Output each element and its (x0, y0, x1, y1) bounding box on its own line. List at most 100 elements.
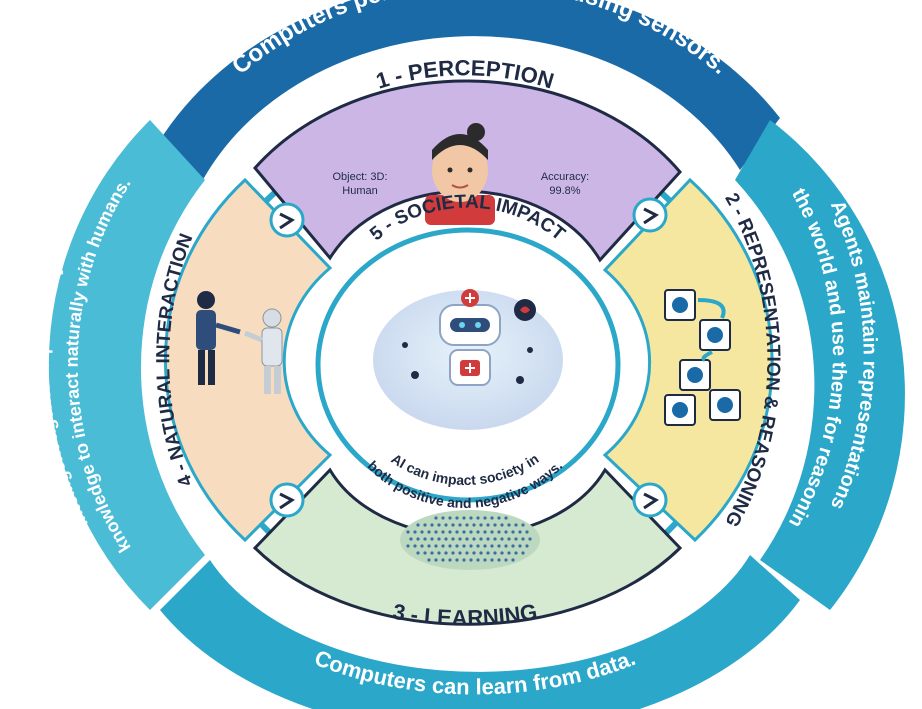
brain-dot (430, 537, 434, 541)
brain-dot (441, 544, 445, 548)
brain-dot (437, 537, 441, 541)
brain-dot (511, 530, 515, 534)
brain-dot (486, 523, 490, 527)
brain-dot (444, 523, 448, 527)
brain-dot (476, 544, 480, 548)
brain-dot (493, 537, 497, 541)
brain-dot (462, 530, 466, 534)
perception-caption-right-2: 99.8% (549, 185, 580, 197)
brain-dot (507, 551, 511, 555)
brain-dot (469, 558, 473, 562)
brain-dot (423, 523, 427, 527)
brain-dot (507, 537, 511, 541)
brain-dot (497, 558, 501, 562)
brain-dot (448, 558, 452, 562)
brain-dot (469, 530, 473, 534)
brain-dot (525, 530, 529, 534)
brain-dot (409, 537, 413, 541)
brain-dot (500, 551, 504, 555)
brain-dot (511, 544, 515, 548)
chess-pieces-icon (664, 289, 741, 426)
brain-dot (458, 537, 462, 541)
brain-dot (423, 537, 427, 541)
brain-dot (500, 523, 504, 527)
brain-dot (441, 516, 445, 520)
brain-dot (518, 544, 522, 548)
brain-dot (479, 551, 483, 555)
chevron-icon-4 (279, 492, 295, 510)
brain-dot (451, 523, 455, 527)
brain-dot (441, 558, 445, 562)
brain-dot (504, 558, 508, 562)
flow-arrows (269, 197, 668, 518)
outer-ring (48, 0, 905, 709)
brain-dot (504, 544, 508, 548)
perception-caption-left-2: Human (342, 185, 377, 197)
perception-content: Object: 3D: Human Accuracy: 99.8% (332, 123, 589, 225)
brain-dot (451, 537, 455, 541)
brain-dot (490, 544, 494, 548)
brain-dot (483, 544, 487, 548)
brain-dot (448, 544, 452, 548)
handshake-robot-icon (196, 291, 283, 394)
arrow-marker-bottom-left (269, 482, 305, 518)
brain-dot (427, 558, 431, 562)
brain-dot (423, 551, 427, 555)
brain-dot (430, 551, 434, 555)
brain-dot (427, 544, 431, 548)
brain-dot (465, 551, 469, 555)
outer-arc-left-band (48, 120, 206, 610)
brain-dot (514, 523, 518, 527)
brain-dot (490, 530, 494, 534)
brain-dot (455, 544, 459, 548)
brain-dot (413, 544, 417, 548)
brain-dot (472, 551, 476, 555)
brain-dot (469, 516, 473, 520)
brain-dot (514, 537, 518, 541)
person-face-icon (425, 123, 495, 225)
brain-dot (451, 551, 455, 555)
brain-dot (455, 558, 459, 562)
perception-caption-right-1: Accuracy: (541, 171, 589, 183)
brain-dot (493, 551, 497, 555)
brain-dot (420, 544, 424, 548)
brain-dot (497, 516, 501, 520)
brain-dot (490, 516, 494, 520)
brain-dot (448, 530, 452, 534)
brain-dot (507, 523, 511, 527)
brain-dot (406, 544, 410, 548)
outer-arc-top-band (160, 0, 780, 185)
brain-dot (406, 530, 410, 534)
brain-dot (462, 544, 466, 548)
brain-dot (448, 516, 452, 520)
brain-dot (465, 523, 469, 527)
brain-dot (497, 530, 501, 534)
chevron-icon-1 (279, 212, 295, 230)
brain-dot (521, 537, 525, 541)
brain-dot (462, 558, 466, 562)
brain-dot (504, 530, 508, 534)
perception-caption-left-1: Object: 3D: (332, 171, 387, 183)
brain-dot (483, 516, 487, 520)
brain-dot (444, 537, 448, 541)
brain-dot (430, 523, 434, 527)
brain-icon (400, 510, 540, 570)
brain-dot (434, 516, 438, 520)
outer-arc-right-band (735, 120, 905, 610)
brain-dot (528, 537, 532, 541)
brain-dot (476, 516, 480, 520)
brain-dot (458, 551, 462, 555)
brain-dot (514, 551, 518, 555)
brain-dot (437, 551, 441, 555)
brain-dot (497, 544, 501, 548)
brain-dot (444, 551, 448, 555)
brain-dot (434, 530, 438, 534)
arrow-marker-top-right (632, 197, 668, 233)
brain-dot (455, 530, 459, 534)
brain-dot (472, 537, 476, 541)
outer-arc-bottom-band (160, 555, 800, 709)
brain-dot (479, 537, 483, 541)
brain-dot (486, 551, 490, 555)
brain-dot (420, 530, 424, 534)
